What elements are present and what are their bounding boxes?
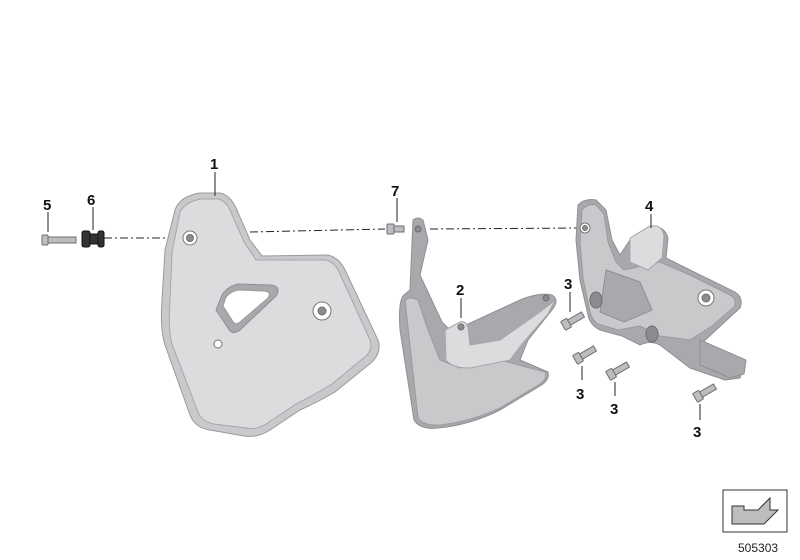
part-4-mounting-bracket[interactable] bbox=[575, 199, 747, 381]
assembly-axis-right bbox=[429, 227, 579, 230]
callout-3: 3 bbox=[610, 401, 618, 418]
forward-arrow-icon[interactable] bbox=[722, 489, 788, 533]
callout-7: 7 bbox=[391, 183, 399, 200]
callout-5: 5 bbox=[43, 197, 51, 214]
part-1-side-cover[interactable] bbox=[160, 192, 380, 437]
part-5-bolt[interactable] bbox=[41, 234, 77, 246]
reference-number: 505303 bbox=[738, 541, 778, 555]
part-2-lower-guard[interactable] bbox=[399, 217, 557, 429]
part-3-screw-a[interactable] bbox=[560, 310, 586, 331]
callout-1: 1 bbox=[210, 156, 218, 173]
part-6-grommet[interactable] bbox=[81, 230, 105, 248]
callout-3: 3 bbox=[564, 276, 572, 293]
part-3-screw-c[interactable] bbox=[605, 360, 631, 381]
part-3-screw-d[interactable] bbox=[692, 382, 718, 403]
part-3-screw-b[interactable] bbox=[572, 344, 598, 365]
callout-3: 3 bbox=[576, 386, 584, 403]
callout-2: 2 bbox=[456, 282, 464, 299]
callout-3: 3 bbox=[693, 424, 701, 441]
assembly-axis-middle bbox=[249, 228, 386, 233]
part-7-screw[interactable] bbox=[386, 223, 405, 235]
callout-6: 6 bbox=[87, 192, 95, 209]
callout-4: 4 bbox=[645, 198, 654, 215]
